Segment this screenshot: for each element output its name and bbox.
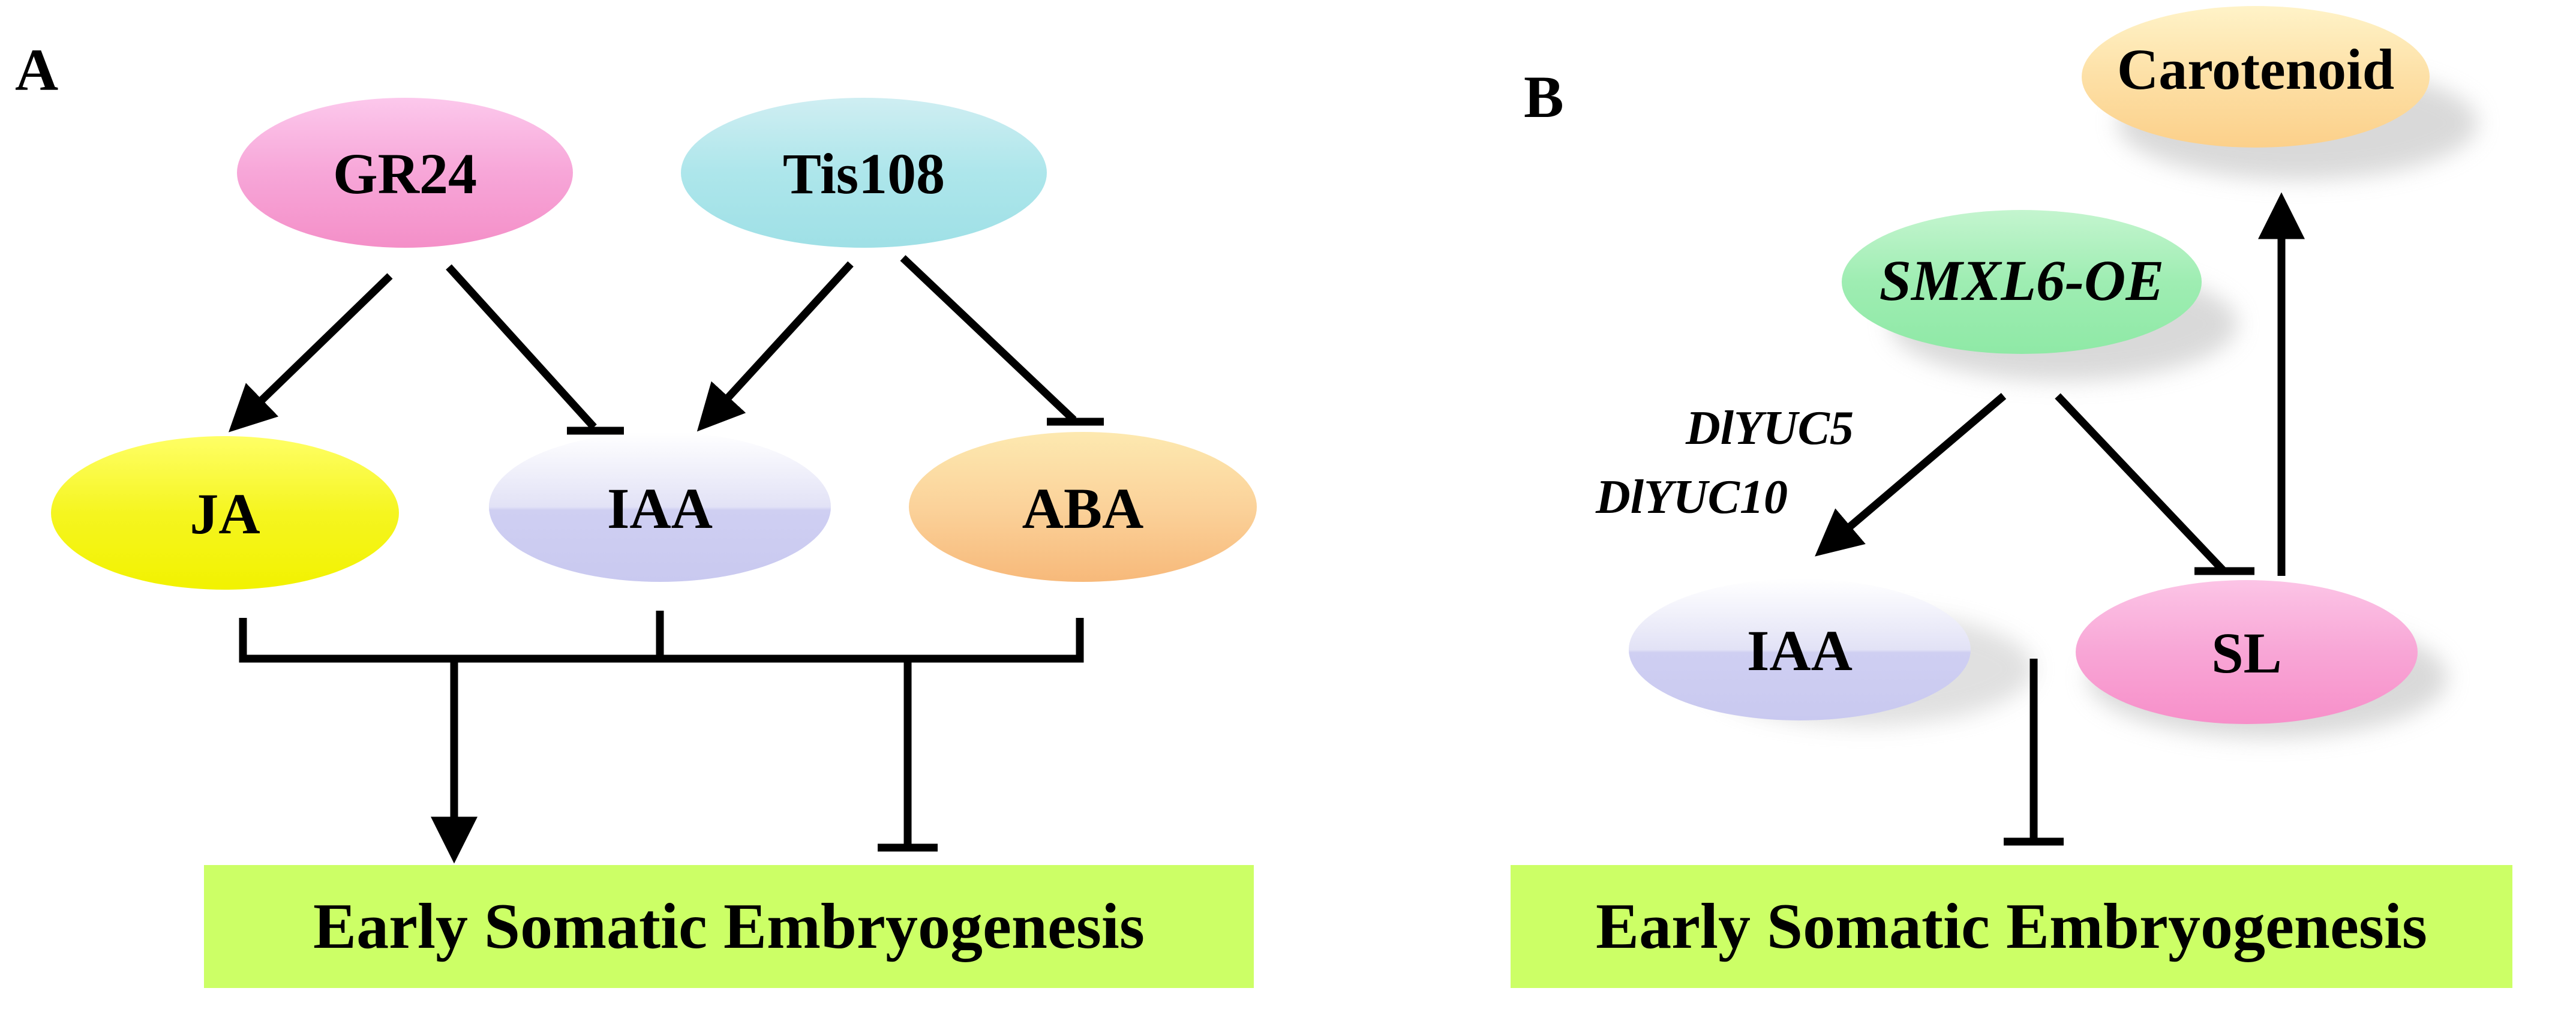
edge-tis108-aba-inhibit [900, 255, 1077, 423]
node-sl-label: SL [2211, 621, 2281, 685]
outcome-a-label: Early Somatic Embryogenesis [313, 891, 1145, 962]
node-carotenoid: Carotenoid [2082, 6, 2430, 148]
panel-b-label: B [1524, 64, 1564, 130]
node-ja-label: JA [190, 482, 260, 546]
node-ja: JA [51, 436, 399, 590]
panel-a: A GR24 Tis108 JA IAA ABA [15, 37, 1257, 988]
edge-tis108-iaa-arrow [696, 261, 854, 432]
node-carotenoid-label: Carotenoid [2117, 37, 2394, 101]
node-iaa-b-label: IAA [1747, 618, 1853, 683]
edge-smxl6-sl-inhibit [2055, 393, 2226, 573]
node-smxl6-label: SMXL6-OE [1880, 248, 2164, 313]
gene-label-yuc5: DlYUC5 [1685, 402, 1854, 455]
edge-smxl6-iaa-arrow [1815, 393, 2007, 557]
gene-label-yuc10: DlYUC10 [1595, 471, 1788, 524]
node-aba-label: ABA [1022, 476, 1144, 540]
outcome-box-a: Early Somatic Embryogenesis [204, 865, 1254, 988]
node-gr24: GR24 [237, 98, 573, 248]
panel-a-label: A [15, 37, 58, 103]
panel-b: B Carotenoid SMXL6-OE IAA SL DlYUC5 DlYU… [1511, 6, 2512, 988]
node-iaa-a-label: IAA [607, 476, 713, 540]
outcome-b-label: Early Somatic Embryogenesis [1596, 891, 2427, 962]
node-gr24-label: GR24 [333, 142, 477, 206]
outcome-box-b: Early Somatic Embryogenesis [1511, 865, 2512, 988]
node-tis108: Tis108 [681, 98, 1047, 248]
node-tis108-label: Tis108 [783, 142, 945, 206]
edge-gr24-iaa-inhibit [446, 264, 597, 430]
node-aba: ABA [909, 432, 1257, 582]
node-iaa-a: IAA [489, 432, 831, 582]
node-sl: SL [2076, 580, 2418, 724]
node-iaa-b: IAA [1629, 579, 1971, 720]
edge-gr24-ja-arrow [228, 273, 393, 433]
node-smxl6: SMXL6-OE [1842, 210, 2202, 354]
